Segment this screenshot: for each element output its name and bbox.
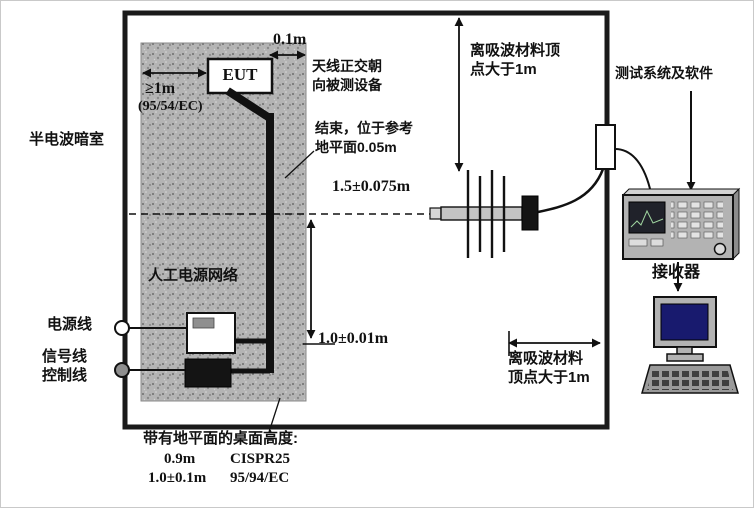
connector-to-receiver-cable (614, 148, 652, 194)
power-line-label: 电源线 (47, 316, 93, 333)
signal-line-label: 信号线 (42, 348, 88, 365)
receiver-knob (713, 242, 727, 256)
eut-box (206, 57, 274, 95)
receiver-instrument (621, 187, 741, 261)
dim-label-harness-length: 1.5±0.075m (332, 178, 411, 195)
receiver-label: 接收器 (652, 264, 701, 281)
dim-label-ge1m-ref: (95/54/EC) (138, 99, 203, 114)
receiver-button-grid (671, 201, 723, 239)
table-height-row2-value: 1.0±0.1m (148, 470, 207, 486)
absorber-top-note-line1: 离吸波材料顶 (470, 42, 561, 59)
wall-connector-panel (595, 124, 616, 170)
table-height-row1-value: 0.9m (164, 451, 196, 467)
receiver-button-small (650, 238, 664, 247)
antenna-boom (440, 206, 523, 221)
monitor-base (666, 353, 704, 362)
control-line-label: 控制线 (42, 367, 88, 384)
absorber-right-note-line2: 顶点大于1m (508, 369, 590, 386)
table-height-row1-standard: CISPR25 (230, 451, 291, 467)
dim-label-ge1m: ≥1m (145, 80, 176, 97)
antenna-orientation-note-line1: 天线正交朝 (312, 58, 382, 74)
dimension-arrows (142, 17, 601, 356)
monitor-stand (676, 346, 693, 355)
antenna (429, 168, 605, 258)
antenna-balun (521, 195, 539, 231)
amn-box (186, 312, 236, 354)
receiver-trace (630, 209, 664, 228)
label-chamber: 半电波暗室 (29, 131, 105, 148)
receiver-screen (628, 201, 666, 234)
absorber-right-note-line1: 离吸波材料 (508, 350, 584, 367)
chamber (122, 10, 610, 430)
dim-label-0-1m: 0.1m (273, 31, 307, 48)
antenna-cable (537, 168, 605, 214)
termination-note-line2: 地平面0.05m (315, 139, 397, 155)
power-line-connector (114, 320, 130, 336)
harness-cable-segment (225, 87, 274, 123)
chamber-wall (122, 10, 610, 430)
amn-box-detail (192, 317, 215, 329)
signal-control-connector (114, 362, 130, 378)
antenna-orientation-note-line2: 向被测设备 (312, 77, 382, 93)
pointer-lines (268, 91, 696, 433)
test-bench (140, 42, 307, 402)
keyboard-keys (647, 368, 733, 390)
receiver-button-wide (628, 238, 648, 247)
control-line-box (184, 358, 232, 388)
measurement-link (595, 124, 652, 194)
computer (641, 296, 739, 394)
table-height-pointer-line (268, 397, 281, 433)
termination-pointer-line (284, 150, 315, 179)
antenna-feed-point (429, 207, 442, 220)
cable-feedthroughs (114, 320, 187, 378)
eut-label: EUT (222, 65, 258, 84)
amn-label: 人工电源网络 (148, 267, 239, 284)
monitor-screen (660, 303, 709, 341)
absorber-top-note-line2: 点大于1m (470, 61, 537, 78)
termination-note-line1: 结束，位于参考 (315, 120, 413, 136)
dim-label-antenna-distance: 1.0±0.01m (318, 330, 389, 347)
table-height-row2-standard: 95/94/EC (230, 470, 290, 486)
test-system-label: 测试系统及软件 (615, 65, 713, 81)
table-height-title: 带有地平面的桌面高度: (143, 430, 298, 447)
